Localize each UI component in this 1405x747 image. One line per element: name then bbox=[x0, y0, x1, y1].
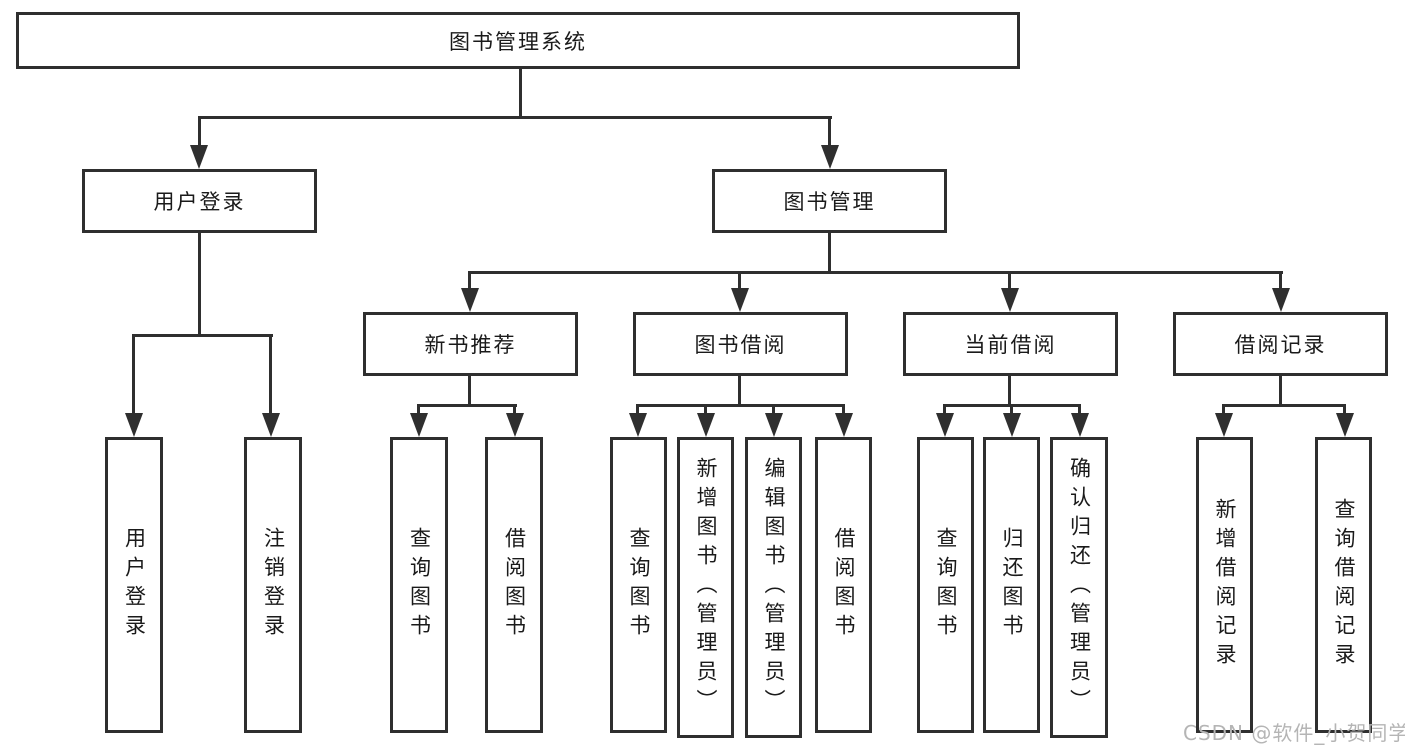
leaf-edit-book-admin: 编辑图书（管理员） bbox=[745, 437, 802, 738]
connector-stem bbox=[738, 376, 741, 406]
leaf-label: 查询借阅记录 bbox=[1332, 498, 1356, 672]
connector-drop-user-login bbox=[198, 118, 201, 148]
leaf-label: 查询图书 bbox=[407, 527, 432, 643]
arrowhead-down-icon bbox=[410, 413, 428, 437]
connector-drop-leaf bbox=[513, 406, 516, 416]
arrowhead-down-icon bbox=[1215, 413, 1233, 437]
connector-drop-book-mgmt bbox=[828, 118, 831, 148]
connector-drop-leaf bbox=[269, 336, 272, 416]
leaf-label: 新增借阅记录 bbox=[1213, 498, 1237, 672]
arrowhead-down-icon bbox=[262, 413, 280, 437]
node-user-login: 用户登录 bbox=[82, 169, 317, 233]
leaf-add-borrow-record: 新增借阅记录 bbox=[1196, 437, 1253, 733]
leaf-label: 确认归还（管理员） bbox=[1067, 457, 1092, 718]
arrowhead-down-icon bbox=[731, 288, 749, 312]
arrowhead-down-icon bbox=[125, 413, 143, 437]
connector-drop-current-borrow bbox=[1008, 273, 1011, 290]
node-borrowing-records: 借阅记录 bbox=[1173, 312, 1388, 376]
arrowhead-down-icon bbox=[1272, 288, 1290, 312]
connector-drop-leaf bbox=[417, 406, 420, 416]
connector-stem bbox=[468, 376, 471, 406]
leaf-label: 归还图书 bbox=[1000, 527, 1024, 643]
leaf-label: 查询图书 bbox=[934, 527, 958, 643]
connector-user-login-stem bbox=[198, 233, 201, 336]
leaf-label: 注销登录 bbox=[261, 527, 286, 643]
connector-drop-leaf bbox=[943, 406, 946, 416]
connector-stem bbox=[1279, 376, 1282, 406]
leaf-label: 借阅图书 bbox=[832, 527, 856, 643]
leaf-add-book-admin: 新增图书（管理员） bbox=[677, 437, 734, 738]
arrowhead-down-icon bbox=[1001, 288, 1019, 312]
connector-drop-leaf bbox=[842, 406, 845, 416]
leaf-label: 查询图书 bbox=[627, 527, 651, 643]
connector-stem bbox=[1008, 376, 1011, 406]
arrowhead-down-icon bbox=[506, 413, 524, 437]
leaf-confirm-return-admin: 确认归还（管理员） bbox=[1050, 437, 1108, 738]
leaf-user-login: 用户登录 bbox=[105, 437, 163, 733]
arrowhead-down-icon bbox=[1071, 413, 1089, 437]
connector-drop-leaf bbox=[772, 406, 775, 416]
connector-root-stem bbox=[519, 69, 522, 118]
connector-borrow-record-rail bbox=[1222, 404, 1346, 407]
csdn-watermark: CSDN @软件_小贺同学 bbox=[1183, 721, 1405, 745]
arrowhead-down-icon bbox=[1336, 413, 1354, 437]
connector-drop-book-borrow bbox=[738, 273, 741, 290]
node-library-management-system: 图书管理系统 bbox=[16, 12, 1020, 69]
connector-drop-borrow-record bbox=[1279, 273, 1282, 290]
leaf-query-book: 查询图书 bbox=[610, 437, 667, 733]
connector-drop-leaf bbox=[1222, 406, 1225, 416]
node-new-book-recommend: 新书推荐 bbox=[363, 312, 578, 376]
arrowhead-down-icon bbox=[697, 413, 715, 437]
connector-book-mgmt-stem bbox=[828, 233, 831, 273]
leaf-logout: 注销登录 bbox=[244, 437, 302, 733]
connector-drop-new-book bbox=[468, 273, 471, 290]
node-book-borrowing: 图书借阅 bbox=[633, 312, 848, 376]
leaf-query-book: 查询图书 bbox=[917, 437, 974, 733]
leaf-label: 新增图书（管理员） bbox=[694, 457, 718, 718]
connector-user-login-rail bbox=[132, 334, 273, 337]
arrowhead-down-icon bbox=[835, 413, 853, 437]
leaf-query-book: 查询图书 bbox=[390, 437, 448, 733]
arrowhead-down-icon bbox=[629, 413, 647, 437]
node-book-management: 图书管理 bbox=[712, 169, 947, 233]
connector-current-borrow-rail bbox=[943, 404, 1081, 407]
connector-level3-rail bbox=[468, 271, 1283, 274]
connector-drop-leaf bbox=[132, 336, 135, 416]
connector-new-book-rail bbox=[417, 404, 517, 407]
arrowhead-down-icon bbox=[461, 288, 479, 312]
leaf-label: 借阅图书 bbox=[502, 527, 527, 643]
connector-drop-leaf bbox=[636, 406, 639, 416]
connector-drop-leaf bbox=[1343, 406, 1346, 416]
connector-drop-leaf bbox=[704, 406, 707, 416]
arrowhead-down-icon bbox=[821, 145, 839, 169]
connector-book-borrow-rail bbox=[636, 404, 845, 407]
arrowhead-down-icon bbox=[765, 413, 783, 437]
leaf-return-book: 归还图书 bbox=[983, 437, 1040, 733]
connector-drop-leaf bbox=[1010, 406, 1013, 416]
node-current-borrowing: 当前借阅 bbox=[903, 312, 1118, 376]
arrowhead-down-icon bbox=[190, 145, 208, 169]
leaf-label: 用户登录 bbox=[122, 527, 147, 643]
arrowhead-down-icon bbox=[936, 413, 954, 437]
connector-drop-leaf bbox=[1078, 406, 1081, 416]
leaf-borrow-book: 借阅图书 bbox=[485, 437, 543, 733]
leaf-label: 编辑图书（管理员） bbox=[762, 457, 786, 718]
arrowhead-down-icon bbox=[1003, 413, 1021, 437]
leaf-borrow-book: 借阅图书 bbox=[815, 437, 872, 733]
leaf-query-borrow-record: 查询借阅记录 bbox=[1315, 437, 1372, 733]
connector-level2-rail bbox=[198, 116, 832, 119]
